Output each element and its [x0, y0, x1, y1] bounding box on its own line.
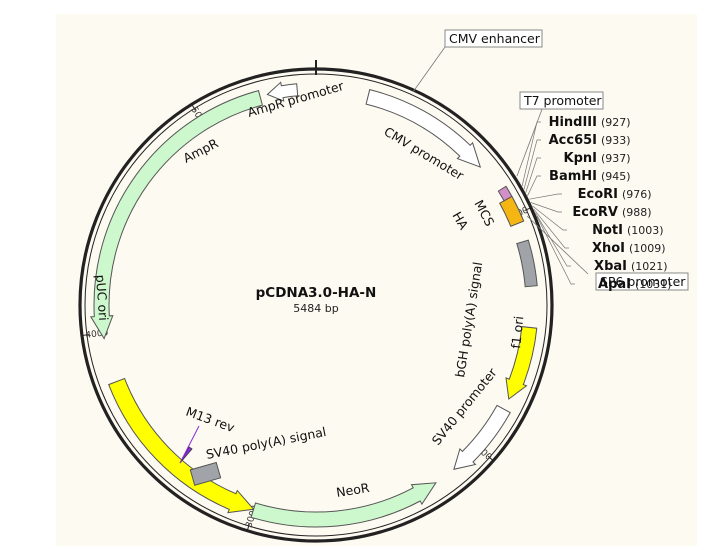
- site-xhoi[interactable]: XhoI: [592, 241, 625, 256]
- site-leader-1: [523, 139, 541, 190]
- site-ecori[interactable]: EcoRI: [578, 187, 618, 202]
- site-apai-pos: (1031): [635, 278, 672, 291]
- site-acc65i-pos: (933): [601, 134, 631, 147]
- ampr-arrow[interactable]: [89, 89, 264, 340]
- sp6-promoter-leader: [526, 215, 589, 275]
- site-leader-3: [527, 175, 541, 196]
- site-leader-5: [530, 202, 562, 213]
- tick-3000: [246, 523, 250, 531]
- site-xbai-pos: (1021): [631, 260, 668, 273]
- cmv-promoter-arrow[interactable]: [365, 88, 482, 168]
- tick-2000: [487, 455, 494, 462]
- tick-5000: [191, 104, 196, 111]
- cmv-enhancer-label[interactable]: CMV enhancer: [444, 29, 543, 48]
- sv40-polya-box[interactable]: [189, 461, 222, 486]
- neor-arrow[interactable]: [250, 482, 437, 528]
- site-xbai[interactable]: XbaI: [594, 259, 627, 274]
- site-leader-7: [533, 209, 569, 249]
- site-bamhi-pos: (945): [601, 170, 631, 183]
- svg-text:T7 promoter: T7 promoter: [523, 93, 602, 108]
- cmv-enhancer-leader: [412, 46, 446, 93]
- svg-text:CMV enhancer: CMV enhancer: [449, 31, 541, 46]
- restriction-site-list: HindIII (927) Acc65I (933) KpnI (937) Ba…: [549, 115, 672, 292]
- puc-ori-label: pUC ori: [93, 274, 111, 321]
- site-leader-2: [525, 157, 541, 193]
- plasmid-name: pCDNA3.0-HA-N: [256, 285, 377, 301]
- ampr-promoter-arrow[interactable]: [266, 81, 299, 102]
- site-kpni-pos: (937): [601, 152, 631, 165]
- site-noti-pos: (1003): [627, 224, 664, 237]
- site-bamhi[interactable]: BamHI: [549, 169, 597, 184]
- svg-text:SP6 promoter: SP6 promoter: [600, 274, 686, 289]
- site-ecori-pos: (976): [622, 188, 652, 201]
- site-leader-6: [532, 205, 567, 231]
- neor-label: NeoR: [335, 480, 371, 500]
- f1-ori-label: f1 ori: [508, 315, 526, 349]
- m13-rev-leader: [179, 425, 200, 464]
- t7-promoter-leader: [516, 103, 545, 177]
- sp6-promoter-label[interactable]: SP6 promoter: [595, 272, 689, 291]
- site-kpni[interactable]: KpnI: [564, 151, 597, 166]
- f1-ori-arrow[interactable]: [505, 326, 538, 400]
- site-noti[interactable]: NotI: [592, 223, 623, 238]
- site-ecorv[interactable]: EcoRV: [572, 205, 618, 220]
- tick-1000: [524, 207, 532, 212]
- mcs-box[interactable]: [499, 195, 525, 227]
- site-leader-8: [535, 212, 571, 267]
- site-xhoi-pos: (1009): [629, 242, 666, 255]
- leader-lines: [521, 121, 575, 285]
- feature-layer: [89, 81, 538, 528]
- site-leader-4: [529, 193, 562, 200]
- site-ecorv-pos: (988): [622, 206, 652, 219]
- site-acc65i[interactable]: Acc65I: [549, 133, 597, 148]
- tick-4000: [81, 334, 89, 336]
- site-hindiii-pos: (927): [601, 116, 631, 129]
- t7-promoter-label[interactable]: T7 promoter: [519, 91, 604, 110]
- sv40-promoter-arrow[interactable]: [453, 404, 511, 470]
- ha-tag-box[interactable]: [497, 185, 513, 202]
- site-hindiii[interactable]: HindIII: [549, 115, 597, 130]
- plasmid-length: 5484 bp: [293, 302, 338, 315]
- site-leader-9: [536, 216, 575, 285]
- bgh-polya-box[interactable]: [516, 239, 538, 288]
- site-apai[interactable]: ApaI: [598, 277, 631, 292]
